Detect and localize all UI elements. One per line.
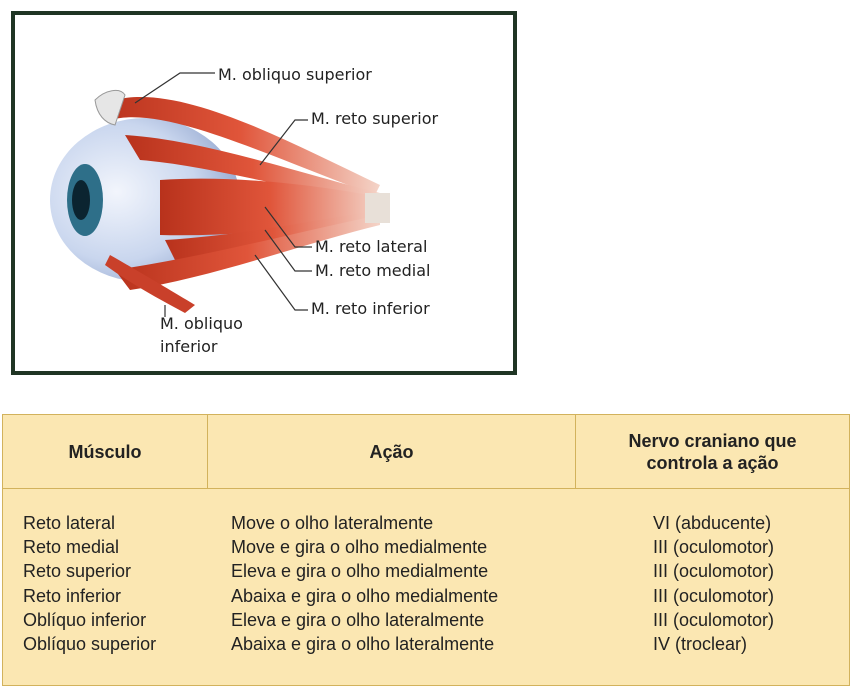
header-action: Ação bbox=[208, 415, 576, 489]
cell-nerve: III (oculomotor) bbox=[653, 585, 775, 606]
superior-rectus-muscle bbox=[125, 135, 380, 203]
cell-muscle: Reto lateral bbox=[23, 513, 116, 533]
cell-muscle: Oblíquo inferior bbox=[23, 609, 147, 630]
cell-action: Eleva e gira o olho lateralmente bbox=[231, 609, 485, 630]
label-superior-oblique: M. obliquo superior bbox=[218, 65, 372, 84]
header-cranial-nerve: Nervo craniano que controla a ação bbox=[576, 415, 849, 489]
column-nerve: VI (abducente) III (oculomotor) III (ocu… bbox=[653, 511, 774, 656]
cell-action: Eleva e gira o olho medialmente bbox=[231, 561, 489, 582]
eye-muscle-table: Músculo Ação Nervo craniano que controla… bbox=[2, 414, 850, 686]
cell-muscle: Reto medial bbox=[23, 537, 120, 558]
cell-action: Move o olho lateralmente bbox=[231, 513, 434, 533]
cell-muscle: Reto superior bbox=[23, 561, 132, 582]
leader-lines bbox=[134, 72, 312, 317]
pupil bbox=[72, 180, 90, 220]
column-action: Move o olho lateralmente Move e gira o o… bbox=[231, 511, 498, 656]
cell-action: Move e gira o olho medialmente bbox=[231, 537, 488, 558]
label-medial-rectus: M. reto medial bbox=[315, 261, 431, 280]
cell-nerve: IV (troclear) bbox=[653, 634, 748, 655]
inferior-rectus-muscle bbox=[115, 215, 380, 290]
label-inferior-oblique-line2: inferior bbox=[160, 337, 218, 356]
cell-action: Abaixa e gira o olho lateralmente bbox=[231, 634, 495, 655]
cell-nerve: III (oculomotor) bbox=[653, 609, 775, 630]
header-muscle: Músculo bbox=[3, 415, 208, 489]
cell-muscle: Oblíquo superior bbox=[23, 634, 157, 655]
cell-action: Abaixa e gira o olho medialmente bbox=[231, 585, 499, 606]
inferior-oblique-muscle bbox=[105, 255, 195, 313]
label-inferior-oblique-line1: M. obliquo bbox=[160, 314, 243, 333]
superior-oblique-tendon bbox=[94, 89, 126, 126]
medial-rectus-muscle bbox=[165, 210, 380, 260]
superior-oblique-muscle bbox=[100, 96, 380, 195]
cell-nerve: III (oculomotor) bbox=[653, 561, 775, 582]
label-lateral-rectus: M. reto lateral bbox=[315, 237, 428, 256]
cell-muscle: Reto inferior bbox=[23, 585, 122, 606]
label-inferior-rectus: M. reto inferior bbox=[311, 299, 430, 318]
label-superior-rectus: M. reto superior bbox=[311, 109, 439, 128]
eye-muscle-illustration: M. obliquo superior M. reto superior M. … bbox=[11, 11, 517, 375]
eye-drawing bbox=[50, 72, 390, 317]
column-muscle: Reto lateral Reto medial Reto superior R… bbox=[23, 511, 156, 656]
optic-nerve bbox=[365, 193, 390, 223]
cell-nerve: III (oculomotor) bbox=[653, 537, 775, 558]
header-cranial-nerve-text: Nervo craniano que controla a ação bbox=[628, 430, 797, 473]
cell-nerve: VI (abducente) bbox=[653, 513, 772, 533]
